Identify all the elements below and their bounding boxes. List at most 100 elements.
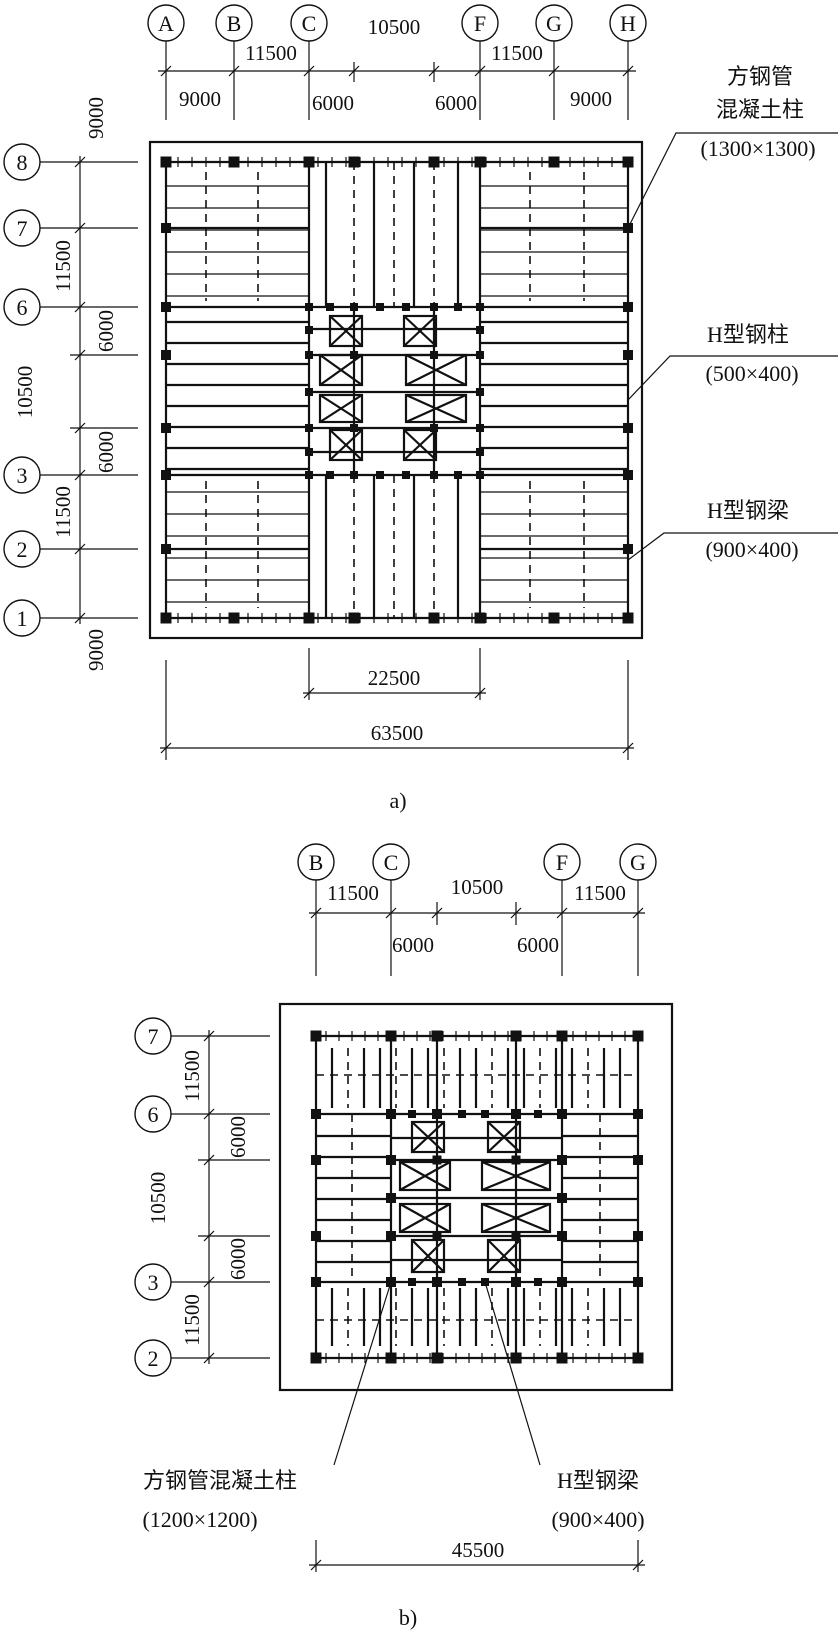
label-b-h-beam-size: (900×400) — [551, 1507, 644, 1532]
dim-10500: 10500 — [368, 15, 421, 39]
axis-bubble-6b: 6 — [134, 1095, 172, 1133]
axis-bubble-b: B — [215, 4, 253, 42]
plan-a-left-dimensions: 9000 11500 10500 11500 9000 6000 6000 — [13, 97, 138, 671]
cfst-column — [633, 1155, 643, 1165]
axis-bubble-2b: 2 — [134, 1339, 172, 1377]
h-column — [534, 1110, 542, 1118]
axis-bubble-c2: C — [372, 843, 410, 881]
cfst-column — [386, 1193, 396, 1203]
dim-63500: 63500 — [371, 721, 424, 745]
axis-bubble-f2: F — [543, 843, 581, 881]
dim-b-10500-left: 10500 — [146, 1172, 170, 1225]
cfst-column — [348, 612, 360, 624]
label-b-cfst-size: (1200×1200) — [142, 1507, 257, 1532]
h-column — [408, 1110, 416, 1118]
brace-diagonal — [329, 315, 363, 347]
plan-b-left-dimensions: 11500 10500 11500 6000 6000 — [146, 1030, 270, 1364]
cfst-column — [510, 1030, 522, 1042]
cfst-column — [385, 1030, 397, 1042]
cfst-column — [386, 1231, 396, 1241]
plan-a-slab-outline — [148, 140, 644, 640]
plan-a-structural-grid — [160, 156, 634, 624]
h-column — [511, 1155, 521, 1165]
cfst-column — [311, 1155, 321, 1165]
h-column — [476, 303, 484, 311]
h-column — [326, 471, 334, 479]
cfst-column — [310, 1030, 322, 1042]
brace-frame — [410, 1238, 446, 1274]
label-b-cfst: 方钢管混凝土柱 — [143, 1468, 297, 1493]
axis-bubble-1: 1 — [3, 599, 41, 637]
h-column — [458, 1110, 466, 1118]
h-column — [476, 326, 484, 334]
cfst-column — [161, 423, 171, 433]
svg-text:7: 7 — [148, 1024, 159, 1049]
axis-bubble-h: H — [609, 4, 647, 42]
cfst-column — [557, 1231, 567, 1241]
h-column — [350, 471, 358, 479]
brace-diagonal — [481, 1160, 551, 1192]
h-column — [402, 303, 410, 311]
cfst-column — [428, 612, 440, 624]
label-b-h-beam: H型钢梁 — [557, 1468, 639, 1493]
label-cfst-size: (1300×1300) — [700, 136, 815, 161]
plan-b-structural-grid — [310, 1030, 644, 1364]
svg-text:6: 6 — [148, 1102, 159, 1127]
dim-11500-left: 11500 — [245, 41, 297, 65]
cfst-column — [623, 544, 633, 554]
h-column — [432, 1155, 442, 1165]
plan-b-axis-bubbles-left: 7 6 3 2 — [134, 1017, 172, 1377]
brace-diagonal — [481, 1202, 551, 1234]
plan-a-top-dimensions: 11500 10500 11500 9000 6000 6000 9000 — [158, 15, 636, 120]
cfst-column — [161, 302, 171, 312]
h-column — [430, 424, 438, 432]
plan-b-bottom-dimensions: 45500 — [309, 1538, 645, 1572]
brace-diagonal — [399, 1161, 451, 1191]
cfst-column — [386, 1155, 396, 1165]
leader-h-beam — [627, 532, 838, 561]
plan-a-axis-bubbles-left: 8 7 6 3 2 1 — [3, 143, 41, 637]
plan-b-top-dimensions: 11500 10500 11500 6000 6000 — [309, 875, 645, 976]
axis-bubble-3: 3 — [3, 456, 41, 494]
plan-b-annotations: 方钢管混凝土柱 (1200×1200) H型钢梁 (900×400) — [142, 1281, 645, 1532]
h-column — [430, 351, 438, 359]
axis-bubble-a: A — [147, 4, 185, 42]
axis-bubble-2: 2 — [3, 530, 41, 568]
brace-diagonal — [319, 354, 363, 386]
dim-9000-top: 9000 — [84, 97, 108, 139]
cfst-column — [161, 223, 171, 233]
dim-b-6000-left: 6000 — [392, 933, 434, 957]
brace-diagonal — [487, 1121, 521, 1153]
dim-9000-left: 9000 — [179, 87, 221, 111]
cfst-column — [511, 1277, 521, 1287]
svg-text:8: 8 — [17, 150, 28, 175]
cfst-column — [556, 1030, 568, 1042]
svg-text:2: 2 — [17, 537, 28, 562]
cfst-column — [161, 470, 171, 480]
brace-frame — [398, 1202, 452, 1234]
svg-text:G: G — [546, 11, 562, 36]
h-column — [408, 1278, 416, 1286]
h-column — [454, 303, 462, 311]
brace-frame — [402, 428, 438, 462]
cfst-column — [633, 1109, 643, 1119]
cfst-column — [623, 423, 633, 433]
brace-frame — [404, 393, 468, 424]
cfst-column — [431, 1352, 443, 1364]
cfst-column — [348, 156, 360, 168]
plan-a-annotations: 方钢管 混凝土柱 (1300×1300) H型钢柱 (500×400) H型钢梁… — [627, 64, 838, 562]
cfst-column — [160, 612, 172, 624]
svg-text:3: 3 — [148, 1270, 159, 1295]
svg-text:G: G — [630, 850, 646, 875]
axis-bubble-7: 7 — [3, 209, 41, 247]
cfst-column — [161, 350, 171, 360]
cfst-column — [510, 1352, 522, 1364]
cfst-column — [548, 612, 560, 624]
leader-cfst — [627, 132, 838, 229]
h-column — [326, 303, 334, 311]
plan-a: A B C F G H 11500 10500 — [3, 4, 838, 813]
brace-frame — [328, 314, 364, 348]
h-column — [305, 424, 313, 432]
svg-text:B: B — [309, 850, 324, 875]
